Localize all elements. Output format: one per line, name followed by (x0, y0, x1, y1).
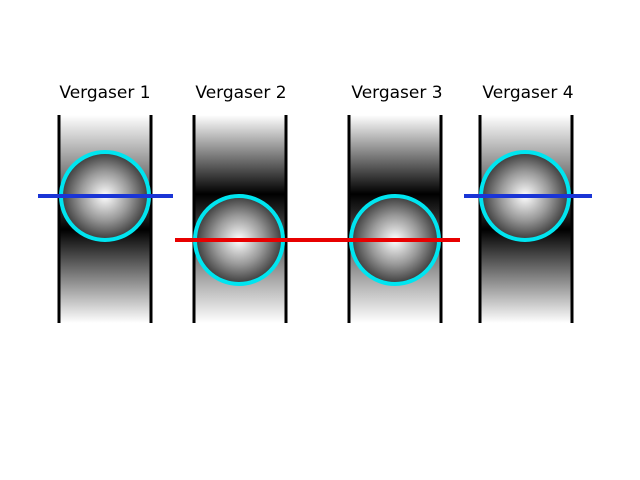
carburetor-2 (192, 115, 288, 323)
carburetor-1-label: Vergaser 1 (59, 83, 150, 103)
carburetor-2-label: Vergaser 2 (195, 83, 286, 103)
carburetor-4-label: Vergaser 4 (482, 83, 573, 103)
carburetor-1 (57, 115, 153, 323)
carburetor-3-label: Vergaser 3 (351, 83, 442, 103)
carburetor-3 (347, 115, 443, 323)
carburetor-4 (478, 115, 574, 323)
